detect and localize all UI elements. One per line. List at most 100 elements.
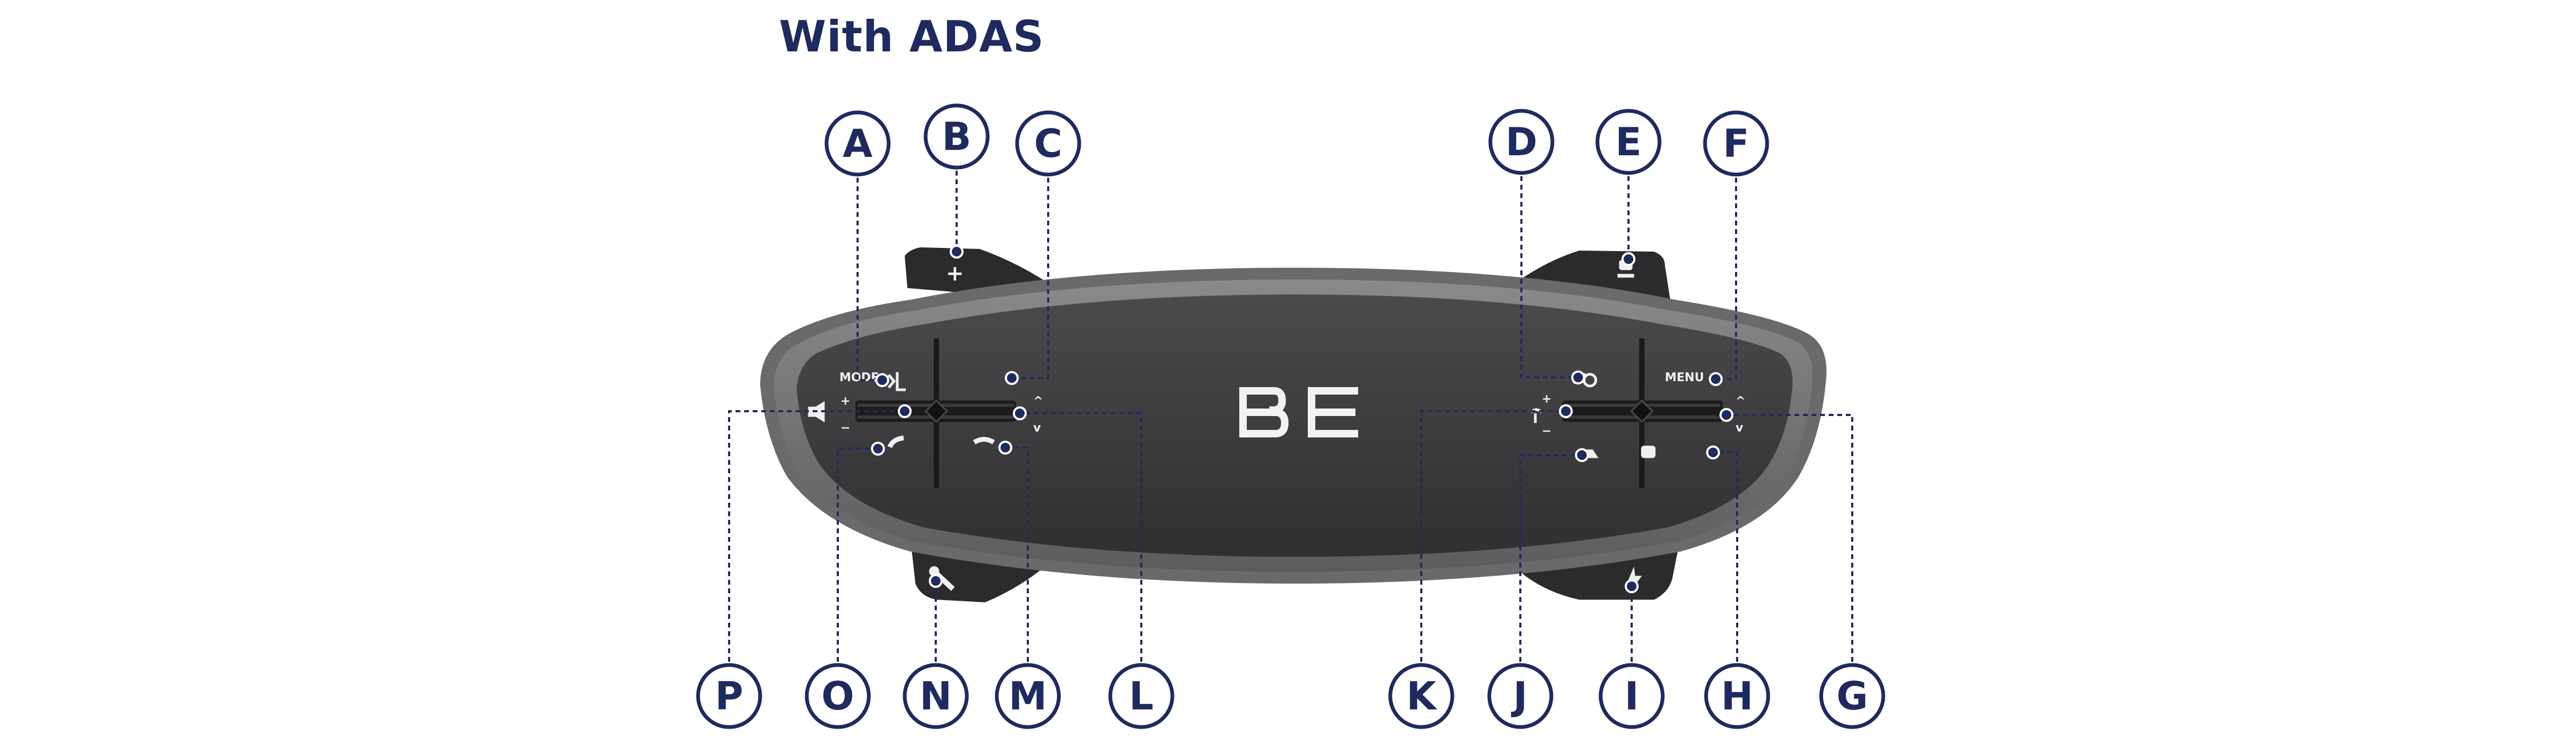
left-minus-symbol: − [840,421,850,435]
callout-letter: N [920,674,952,719]
voice-icon [888,372,906,391]
callout-k: K [1388,663,1454,729]
leader-dot-d [1571,371,1585,384]
callout-o: O [805,663,871,729]
paddle-plus-symbol: + [946,261,964,286]
callout-i: I [1598,663,1665,729]
leader-line-l [1020,412,1142,696]
callout-p: P [696,663,762,729]
leader-line-a [857,143,882,381]
callout-circle [1595,109,1662,175]
callout-g: G [1819,663,1885,729]
leader-dot-n [929,574,943,588]
callout-circle [995,663,1061,729]
callout-circle [696,663,762,729]
callout-letter: F [1723,121,1749,166]
right-minus-symbol: − [1542,425,1551,438]
leader-line-o [837,448,878,696]
left-center-diamond [925,399,948,423]
callout-circle [805,663,871,729]
callout-circle [923,103,990,170]
leader-dot-p [898,404,912,418]
mode-up-symbol: ^ [1033,395,1043,408]
end-call-icon [973,437,995,444]
callout-letter: A [843,121,873,166]
mode-down-symbol: v [1033,421,1041,435]
callout-letter: K [1406,674,1437,719]
callout-c: C [1015,110,1081,177]
callout-circle [1704,663,1770,729]
answer-call-icon [887,435,904,448]
callout-circle [1598,663,1665,729]
callout-circle [1015,110,1081,177]
callout-d: D [1488,109,1555,175]
leader-dot-m [998,441,1012,455]
right-center-diamond [1630,399,1654,423]
callout-letter: H [1721,674,1753,719]
brand-logo [1239,387,1358,437]
callout-letter: B [942,114,972,159]
leader-dot-i [1625,579,1639,593]
callout-circle [1388,663,1454,729]
leader-dot-b [950,245,964,259]
callout-circle [1487,663,1554,729]
callout-letter: P [715,674,744,719]
callout-m: M [995,663,1061,729]
callout-h: H [1704,663,1770,729]
menu-label: MENU [1665,371,1704,384]
steering-hub [760,268,1827,584]
callout-l: L [1108,663,1175,729]
callout-circle [1488,109,1555,175]
leader-line-c [1012,143,1049,379]
leader-dot-c [1005,371,1019,385]
leader-dot-h [1706,445,1720,459]
callout-letter: I [1625,674,1639,719]
callout-letter: L [1129,674,1154,719]
hub-body [797,294,1793,557]
right-plus-symbol: + [1542,392,1551,406]
diagram-title: With ADAS [779,12,1044,62]
menu-down-symbol: v [1736,421,1744,435]
callout-e: E [1595,109,1662,175]
mode-label: MODE [839,371,879,384]
callout-circle [1108,663,1175,729]
callout-markers: A B C D E F G H I J K L MN O P [696,103,1885,729]
volume-icon [808,401,825,422]
callout-letter: G [1836,674,1868,719]
device-labels: MODE MENU + + − + − ^ v ^ v [839,261,1745,438]
leader-dot-j [1575,448,1589,462]
callout-letter: C [1034,121,1063,166]
callout-letter: O [821,674,854,719]
callout-leader-lines [728,137,1853,696]
callout-circle [903,663,969,729]
leader-dot-a [875,373,889,387]
callout-n: N [903,663,969,729]
right-control-cluster [1562,338,1723,488]
leader-dot-f [1709,372,1723,386]
callout-letter: D [1505,119,1537,164]
callout-a: A [824,110,891,177]
menu-up-symbol: ^ [1736,395,1745,408]
callout-b: B [923,103,990,170]
leader-line-m [1005,447,1029,696]
callout-letter: E [1615,119,1641,164]
leader-line-k [1420,410,1566,696]
callout-circle [824,110,891,177]
left-plus-symbol: + [840,395,850,408]
leader-line-d [1520,142,1578,379]
leader-dot-g [1719,408,1733,422]
leader-line-p [728,410,905,696]
leader-line-f [1716,143,1737,380]
leader-dot-k [1559,404,1573,418]
callout-circle [1703,110,1769,177]
left-control-cluster [855,338,1016,488]
leader-dot-e [1622,252,1635,266]
callout-f: F [1703,110,1769,177]
leader-line-g [1726,414,1853,696]
callout-j: J [1487,663,1554,729]
callout-letter: J [1511,674,1528,719]
lane-assist-icon [1641,445,1656,458]
callout-circle [1819,663,1885,729]
